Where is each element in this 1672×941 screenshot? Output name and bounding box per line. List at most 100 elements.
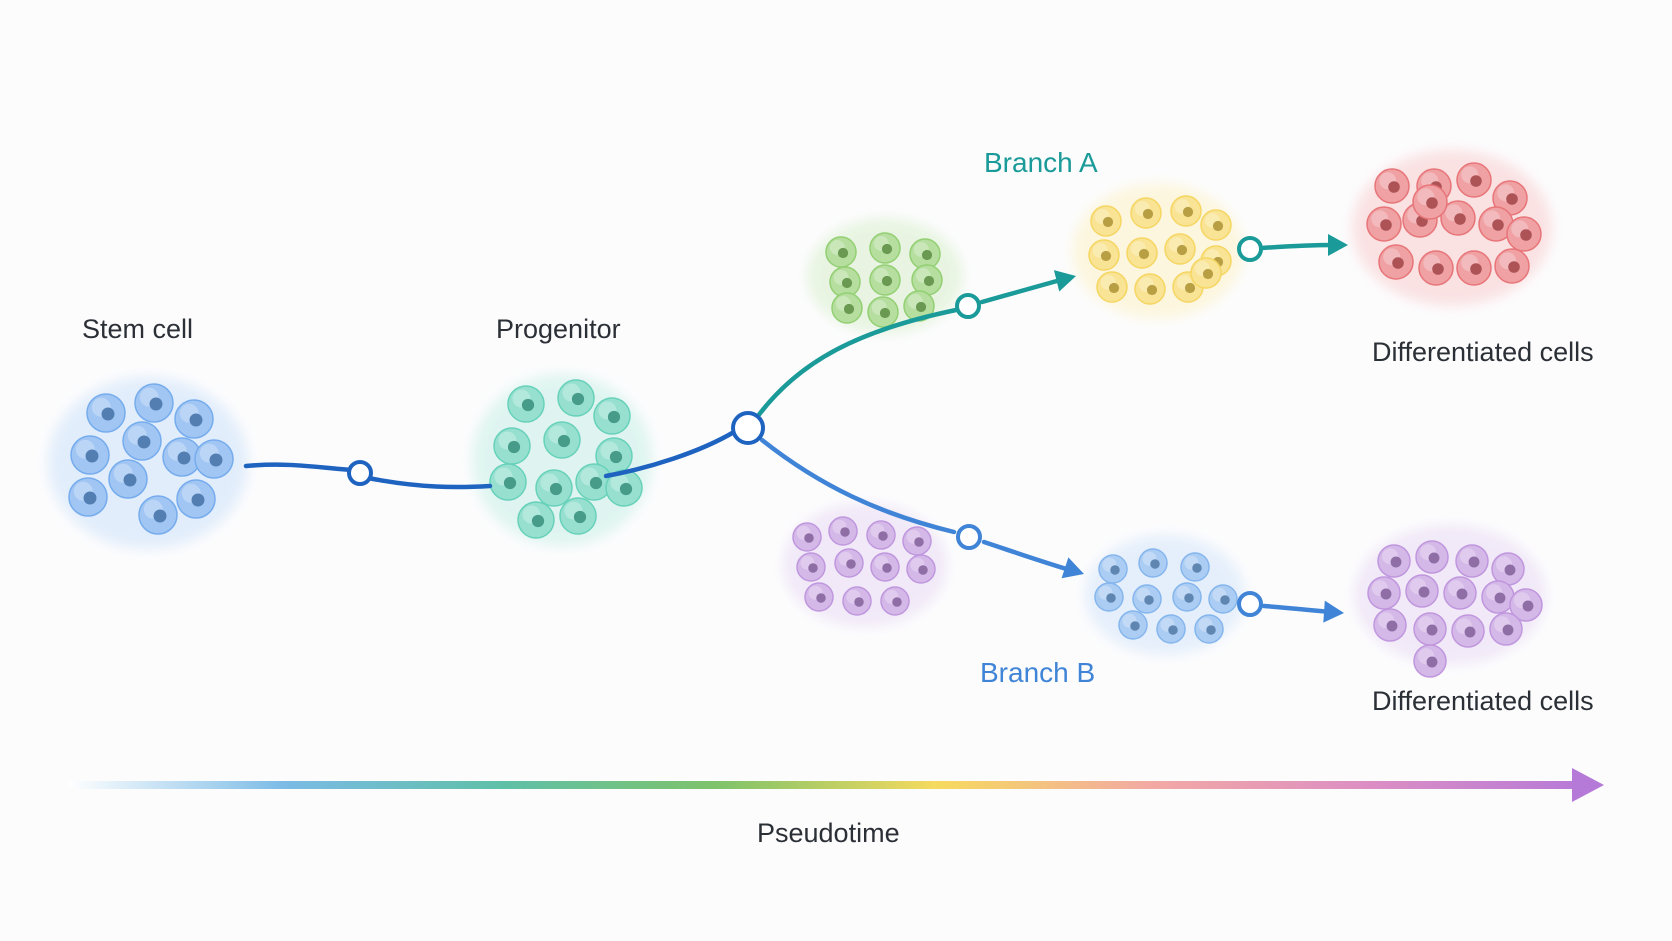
cell: [909, 238, 941, 270]
pseudotime-axis-arrowhead: [1572, 768, 1604, 802]
branch-a-node-1: [955, 293, 981, 319]
cell: [559, 497, 597, 535]
cell: [796, 552, 826, 582]
cell: [517, 501, 555, 539]
branch-b-path-2: [981, 539, 1073, 573]
cell: [194, 439, 234, 479]
cell: [1405, 574, 1439, 608]
cell: [1440, 200, 1476, 236]
cell: [1451, 614, 1485, 648]
trunk-path-2: [365, 475, 493, 490]
cell: [1373, 608, 1407, 642]
cell: [1096, 271, 1128, 303]
branch-b-path-3: [1261, 603, 1333, 615]
cell: [906, 554, 936, 584]
cell: [866, 520, 896, 550]
stem-cell-cluster: [48, 377, 248, 549]
branch-b-arrowhead-1: [1061, 557, 1084, 579]
cell: [1194, 614, 1224, 644]
progenitor-cluster: [472, 374, 652, 546]
branch-b-node-1: [956, 524, 982, 550]
cell: [1366, 206, 1402, 242]
cell: [605, 469, 643, 507]
cell: [1088, 239, 1120, 271]
cell: [1367, 576, 1401, 610]
branch-a-arrowhead-2: [1328, 234, 1348, 256]
cell: [493, 427, 531, 465]
cell: [1172, 582, 1202, 612]
cell: [1374, 168, 1410, 204]
cell: [1130, 197, 1162, 229]
cell: [1118, 610, 1148, 640]
cell: [792, 522, 822, 552]
cell: [557, 379, 595, 417]
cell: [176, 479, 216, 519]
cell: [1491, 552, 1525, 586]
cell: [595, 437, 633, 475]
cell: [70, 435, 110, 475]
cell: [1200, 209, 1232, 241]
cell: [162, 437, 202, 477]
branch-b-path-1: [759, 437, 957, 535]
cell: [1090, 205, 1122, 237]
branch-a-differentiated-cluster: [1352, 150, 1552, 306]
cell: [1418, 250, 1454, 286]
cell: [543, 421, 581, 459]
cell: [1443, 576, 1477, 610]
trunk-path-1: [243, 462, 355, 473]
cell: [1126, 237, 1158, 269]
cell: [1208, 584, 1238, 614]
cell: [1378, 244, 1414, 280]
trunk-node-1: [347, 460, 373, 486]
cell: [831, 292, 863, 324]
branch-a-early-cluster: [807, 218, 963, 334]
cell: [507, 385, 545, 423]
branch-b-intermediate-cluster: [1085, 535, 1245, 655]
cell: [869, 264, 901, 296]
branch-point-node: [731, 411, 765, 445]
cell: [902, 526, 932, 556]
cell: [575, 463, 613, 501]
cell: [1413, 612, 1447, 646]
branch-a-path-1: [755, 307, 959, 419]
cell: [535, 469, 573, 507]
cell: [134, 383, 174, 423]
cell: [108, 459, 148, 499]
cell: [867, 296, 899, 328]
cell: [869, 232, 901, 264]
cell: [1156, 614, 1186, 644]
cell: [834, 548, 864, 578]
cell: [1494, 248, 1530, 284]
cell: [825, 236, 857, 268]
branch-b-node-2: [1237, 591, 1263, 617]
cell: [1170, 195, 1202, 227]
cell: [1415, 540, 1449, 574]
cell: [1478, 206, 1514, 242]
cell: [1456, 162, 1492, 198]
branch-b-arrowhead-2: [1323, 600, 1344, 623]
cell: [828, 516, 858, 546]
branch-b-label: Branch B: [980, 657, 1096, 688]
cell: [1489, 612, 1523, 646]
cell: [593, 397, 631, 435]
cell: [1098, 554, 1128, 584]
cell: [842, 586, 872, 616]
branch-b-differentiated-cluster: [1354, 525, 1546, 678]
cell: [489, 463, 527, 501]
cell: [1164, 233, 1196, 265]
cell: [1481, 580, 1515, 614]
branch-a-path-2: [979, 276, 1067, 305]
cell: [870, 552, 900, 582]
cell: [1094, 582, 1124, 612]
cell: [1455, 544, 1489, 578]
branch-a-node-2: [1237, 236, 1263, 262]
cell: [1138, 548, 1168, 578]
stem-cell-label: Stem cell: [82, 314, 194, 344]
cell: [880, 586, 910, 616]
cell: [1132, 584, 1162, 614]
cell: [122, 421, 162, 461]
cell: [1506, 216, 1542, 252]
cell: [1509, 588, 1543, 622]
cell: [68, 477, 108, 517]
